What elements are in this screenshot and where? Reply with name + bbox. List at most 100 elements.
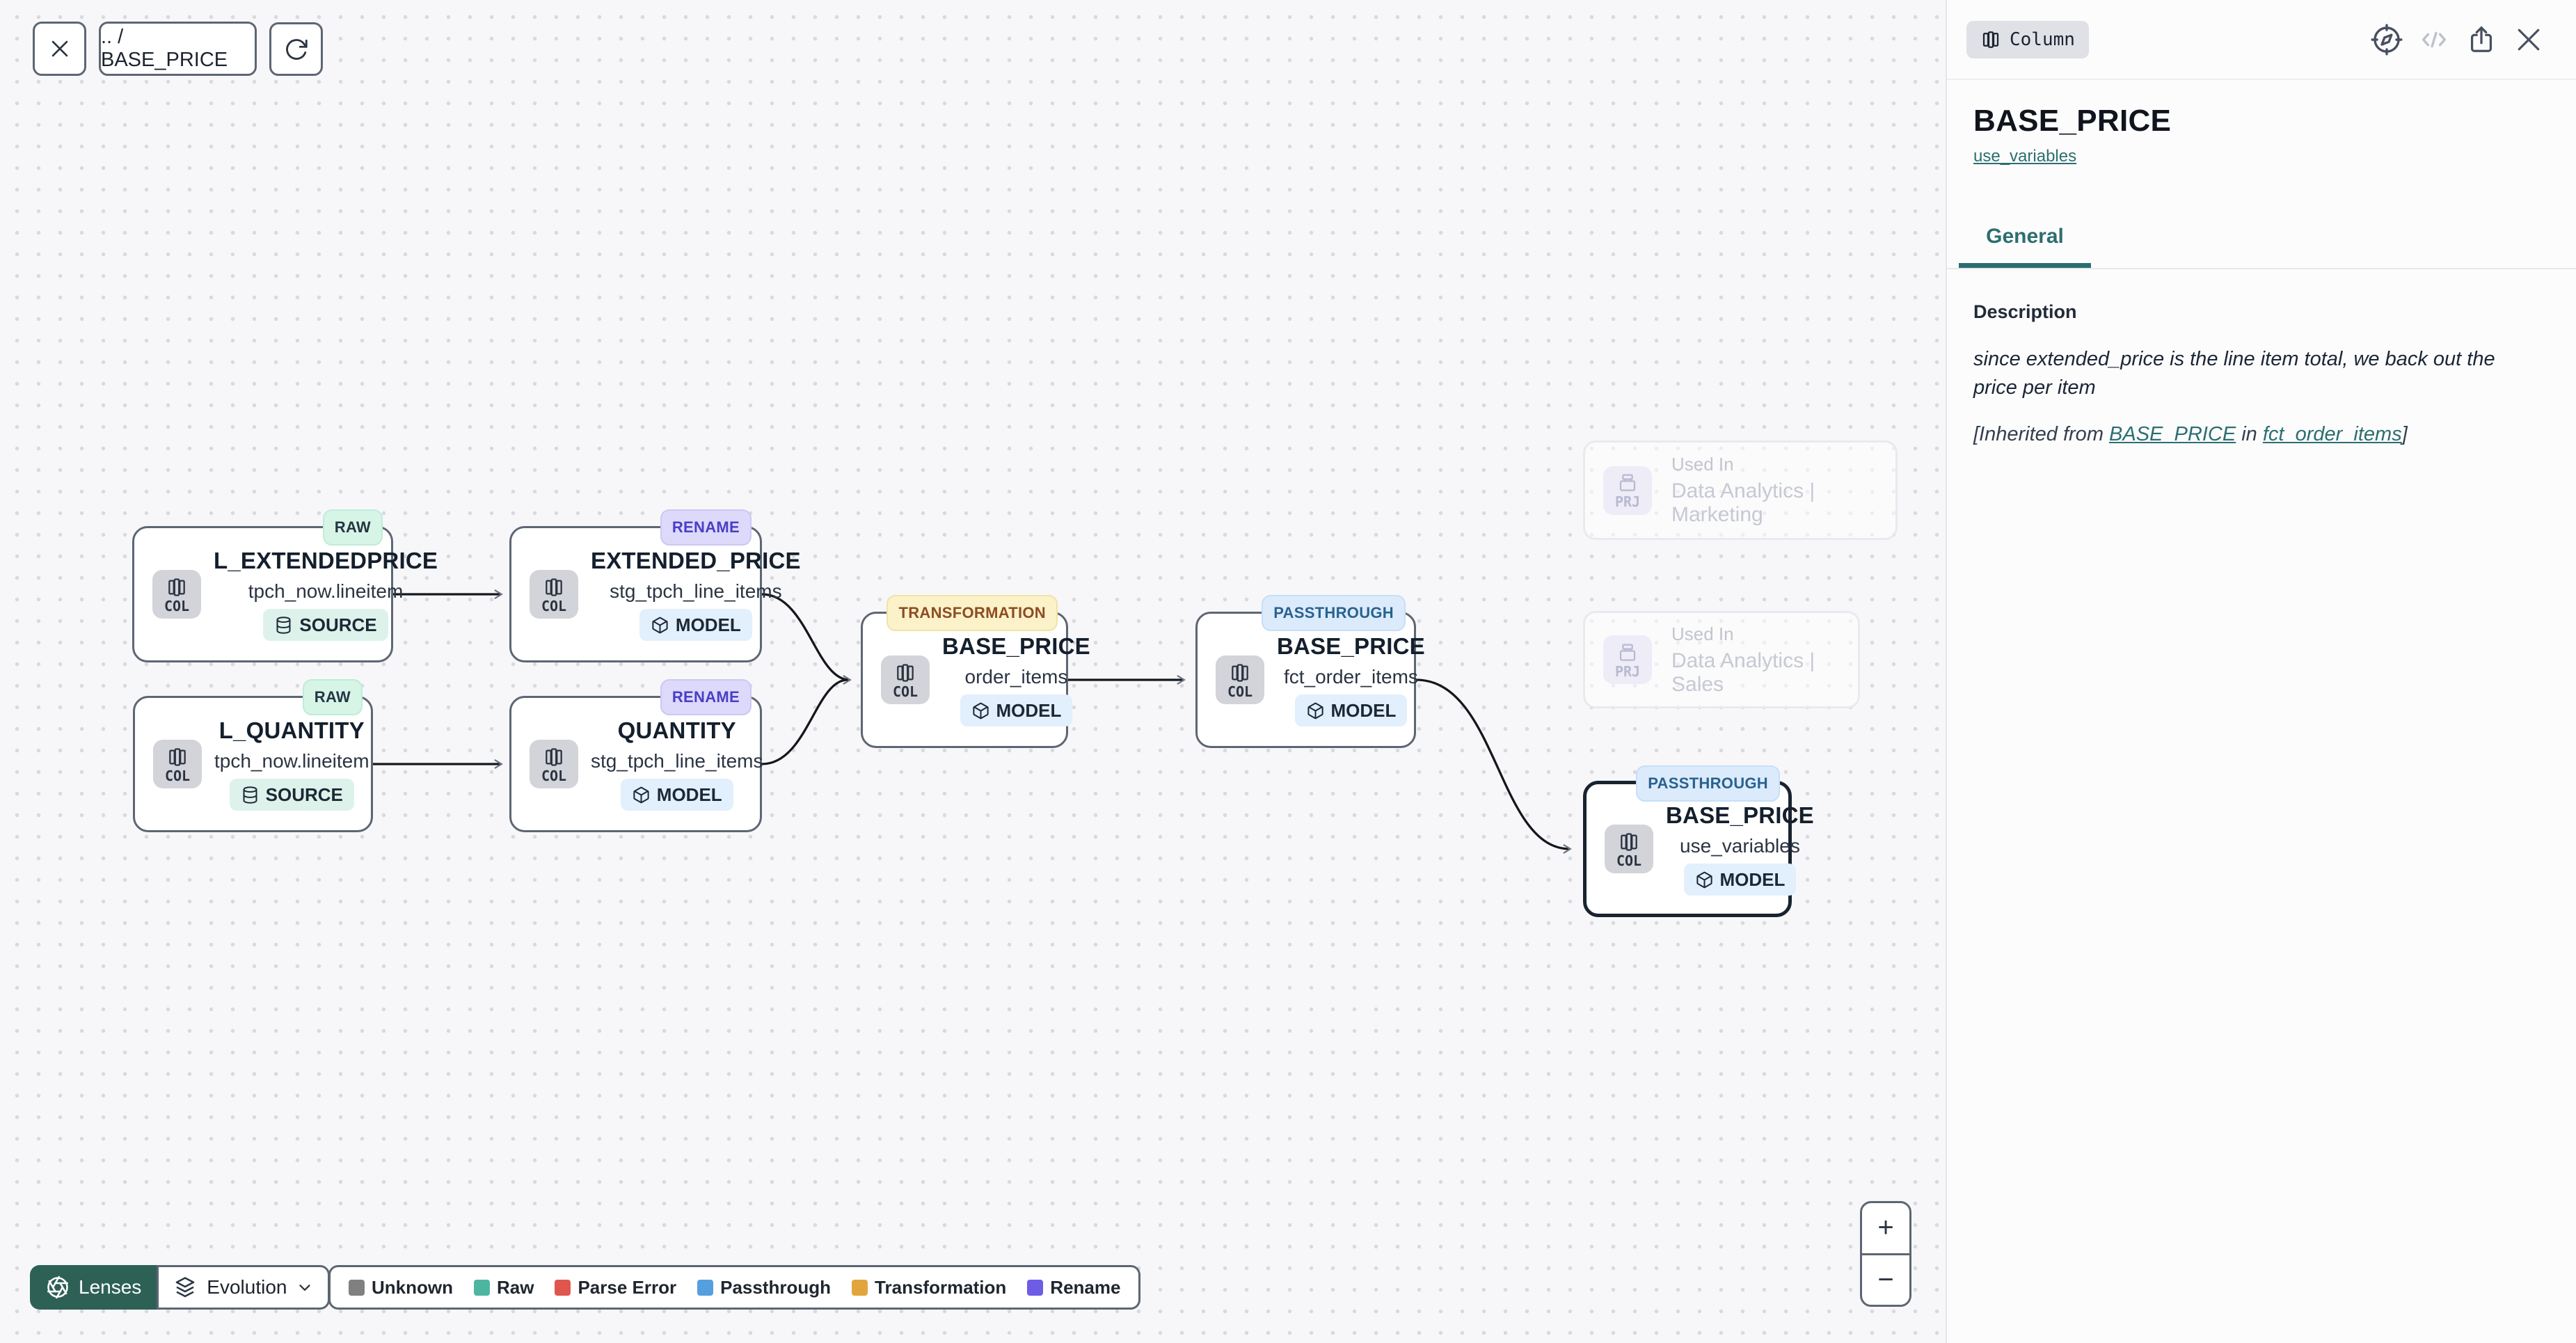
column-kind-block: COL — [881, 655, 930, 704]
lens-badge: TRANSFORMATION — [887, 595, 1058, 631]
lens-badge: RAW — [302, 679, 363, 715]
description-inherited: [Inherited from BASE_PRICE in fct_order_… — [1973, 423, 2545, 446]
lineage-node-l-quantity[interactable]: RAW COL L_QUANTITY tpch_now.lineitem SOU… — [133, 679, 373, 832]
legend-swatch — [697, 1279, 714, 1296]
lens-badge: PASSTHROUGH — [1636, 765, 1780, 802]
node-subtitle: stg_tpch_line_items — [591, 750, 763, 772]
legend-label: Passthrough — [720, 1276, 832, 1298]
kind-label: COL — [164, 767, 191, 784]
project-kind-block: PRJ — [1603, 466, 1652, 515]
column-kind-block: COL — [1216, 655, 1264, 704]
description-heading: Description — [1973, 301, 2077, 322]
node-subtitle: stg_tpch_line_items — [610, 580, 782, 602]
legend-item: Transformation — [852, 1277, 1006, 1298]
refresh-icon — [285, 38, 308, 60]
model-chip: MODEL — [960, 694, 1073, 726]
columns-icon — [169, 747, 186, 766]
database-icon — [276, 616, 291, 634]
used-in-label: Used In — [1671, 623, 1734, 644]
column-kind-block: COL — [153, 740, 202, 788]
node-title: BASE_PRICE — [1666, 802, 1814, 828]
panel-actions — [2370, 23, 2545, 56]
canvas-zoom-controls: + − — [1860, 1201, 1911, 1307]
explore-lineage-button[interactable] — [2370, 23, 2403, 56]
node-subtitle: tpch_now.lineitem — [214, 750, 369, 772]
close-lineage-button[interactable] — [33, 22, 86, 76]
lineage-node-base-price-order-items[interactable]: TRANSFORMATION COL BASE_PRICE order_item… — [861, 595, 1090, 748]
tab-general[interactable]: General — [1959, 225, 2091, 268]
lineage-node-quantity[interactable]: RENAME COL QUANTITY stg_tpch_line_items … — [509, 679, 763, 832]
column-kind-block: COL — [530, 570, 578, 619]
kind-label: COL — [541, 597, 567, 614]
chip-label: SOURCE — [265, 784, 343, 805]
chip-label: MODEL — [1719, 868, 1786, 890]
node-title: L_QUANTITY — [218, 717, 365, 743]
column-title: BASE_PRICE — [1973, 104, 2172, 138]
model-chip: MODEL — [1294, 694, 1408, 726]
project-stack-icon — [1619, 644, 1636, 661]
legend-swatch — [852, 1279, 868, 1296]
chip-label: MODEL — [656, 784, 722, 805]
cube-icon — [633, 786, 649, 803]
model-chip: MODEL — [620, 779, 733, 811]
panel-tabs: General — [1947, 225, 2576, 269]
lens-badge: RAW — [322, 509, 383, 546]
legend-label: Raw — [497, 1276, 534, 1298]
lineage-canvas[interactable]: .. / BASE_PRICE RAW COL L_EXTENDEDPRICE … — [0, 0, 1946, 1343]
code-icon — [2422, 31, 2447, 47]
share-button[interactable] — [2465, 23, 2498, 56]
lineage-node-extended-price[interactable]: RENAME COL EXTENDED_PRICE stg_tpch_line_… — [509, 509, 801, 662]
columns-icon — [1621, 832, 1637, 851]
used-in-node-marketing[interactable]: PRJ Used In Data Analytics | Marketing — [1583, 440, 1898, 540]
node-title: L_EXTENDEDPRICE — [214, 548, 438, 573]
used-in-name: Data Analytics | Marketing — [1671, 479, 1815, 526]
lenses-button[interactable]: Lenses — [30, 1265, 157, 1310]
close-panel-button[interactable] — [2512, 23, 2545, 56]
source-chip: SOURCE — [263, 609, 388, 641]
kind-label: COL — [164, 597, 190, 614]
columns-icon — [168, 578, 185, 596]
lens-badge: PASSTHROUGH — [1262, 595, 1406, 631]
legend-label: Unknown — [372, 1276, 453, 1298]
details-panel: Column BASE_PRICE use_variables General … — [1946, 0, 2576, 1343]
view-code-button[interactable] — [2417, 23, 2451, 56]
inherited-prefix: [Inherited from — [1973, 423, 2110, 446]
refresh-button[interactable] — [269, 22, 323, 76]
lens-selected-label: Evolution — [207, 1276, 287, 1298]
kind-label: PRJ — [1614, 493, 1641, 510]
zoom-out-button[interactable]: − — [1877, 1264, 1894, 1295]
aperture-icon — [47, 1276, 69, 1299]
legend-item: Rename — [1027, 1277, 1120, 1298]
node-subtitle: use_variables — [1680, 835, 1800, 857]
inherited-column-link[interactable]: BASE_PRICE — [2109, 423, 2236, 446]
used-in-node-sales[interactable]: PRJ Used In Data Analytics | Sales — [1583, 611, 1860, 708]
lens-badge: RENAME — [660, 679, 752, 715]
zoom-in-button[interactable]: + — [1862, 1203, 1909, 1255]
inherited-suffix: ] — [2401, 423, 2408, 446]
model-chip: MODEL — [639, 609, 752, 641]
legend-item: Unknown — [349, 1277, 453, 1298]
used-in-name: Data Analytics | Sales — [1671, 649, 1815, 696]
node-title: QUANTITY — [617, 717, 736, 743]
kind-label: COL — [892, 683, 919, 700]
lens-selector-dropdown[interactable]: Evolution — [157, 1265, 331, 1310]
legend-label: Rename — [1050, 1276, 1121, 1298]
legend-item: Passthrough — [697, 1277, 831, 1298]
columns-icon — [546, 747, 562, 766]
panel-header: Column — [1947, 0, 2576, 80]
cube-icon — [1696, 871, 1712, 888]
model-link[interactable]: use_variables — [1973, 147, 2077, 166]
lineage-node-l-extendedprice[interactable]: RAW COL L_EXTENDEDPRICE tpch_now.lineite… — [132, 509, 438, 662]
legend-label: Transformation — [875, 1276, 1007, 1298]
inherited-model-link[interactable]: fct_order_items — [2262, 423, 2402, 446]
columns-icon — [1982, 31, 1999, 48]
breadcrumb[interactable]: .. / BASE_PRICE — [99, 22, 257, 76]
lineage-node-base-price-use-variables[interactable]: PASSTHROUGH COL BASE_PRICE use_variables… — [1583, 765, 1814, 917]
legend-item: Raw — [474, 1277, 534, 1298]
panel-title-section: BASE_PRICE use_variables — [1947, 80, 2576, 166]
column-kind-block: COL — [1605, 825, 1653, 873]
chevron-down-icon — [299, 1285, 311, 1291]
lineage-node-base-price-fct-order-items[interactable]: PASSTHROUGH COL BASE_PRICE fct_order_ite… — [1195, 595, 1425, 748]
cube-icon — [1307, 702, 1323, 719]
share-icon — [2470, 26, 2492, 52]
